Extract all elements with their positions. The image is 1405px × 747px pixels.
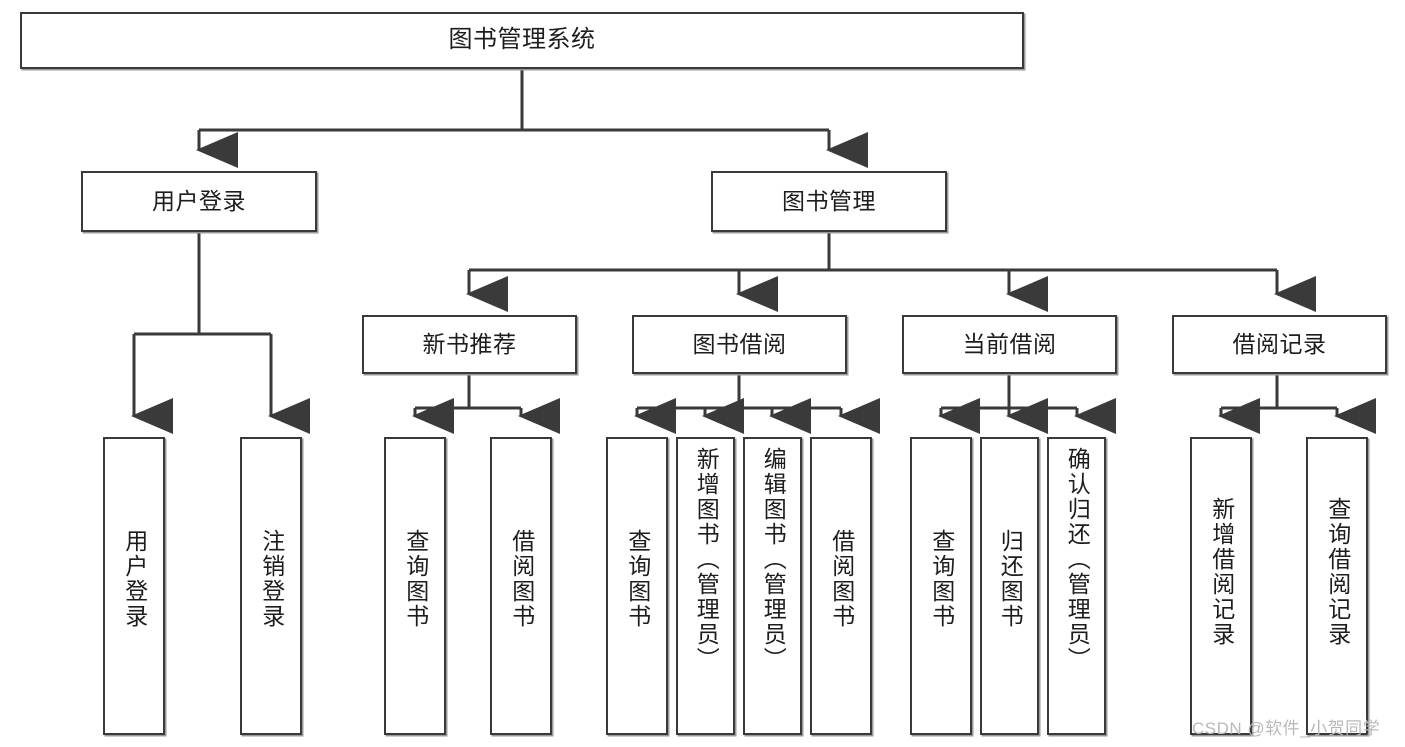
node-label: 用户登录 xyxy=(121,529,148,629)
leaf-add-book[interactable]: 新增图书（管理员） xyxy=(676,437,735,735)
node-label: 查询借阅记录 xyxy=(1324,497,1351,647)
node-label: 查询图书 xyxy=(402,529,429,629)
leaf-return-book[interactable]: 归还图书 xyxy=(980,437,1039,735)
node-label: 查询图书 xyxy=(928,529,955,629)
node-borrow-record[interactable]: 借阅记录 xyxy=(1172,315,1387,374)
node-label: 当前借阅 xyxy=(962,330,1057,357)
node-label: 新书推荐 xyxy=(422,330,517,357)
node-label: 编辑图书（管理员） xyxy=(760,447,787,672)
node-label: 图书借阅 xyxy=(692,330,787,357)
node-label: 借阅图书 xyxy=(828,529,855,629)
leaf-logout-login[interactable]: 注销登录 xyxy=(240,437,302,735)
node-book-borrow[interactable]: 图书借阅 xyxy=(632,315,847,374)
leaf-borrow-book-2[interactable]: 借阅图书 xyxy=(810,437,872,735)
node-label: 新增图书（管理员） xyxy=(693,447,720,672)
leaf-query-book-1[interactable]: 查询图书 xyxy=(384,437,446,735)
leaf-query-book-2[interactable]: 查询图书 xyxy=(606,437,668,735)
node-label: 确认归还（管理员） xyxy=(1064,447,1091,672)
leaf-query-book-3[interactable]: 查询图书 xyxy=(910,437,972,735)
node-label: 查询图书 xyxy=(624,529,651,629)
watermark-text: CSDN @软件_小贺同学 xyxy=(1192,719,1381,738)
node-label: 图书管理系统 xyxy=(448,26,596,54)
leaf-user-login[interactable]: 用户登录 xyxy=(103,437,165,735)
node-label: 注销登录 xyxy=(258,529,285,629)
node-new-book-recommend[interactable]: 新书推荐 xyxy=(362,315,577,374)
node-current-borrow[interactable]: 当前借阅 xyxy=(902,315,1117,374)
node-label: 用户登录 xyxy=(152,187,246,214)
leaf-confirm-return[interactable]: 确认归还（管理员） xyxy=(1047,437,1106,735)
leaf-borrow-book-1[interactable]: 借阅图书 xyxy=(490,437,552,735)
node-book-manage[interactable]: 图书管理 xyxy=(711,171,947,232)
node-root-system[interactable]: 图书管理系统 xyxy=(20,12,1024,69)
node-label: 借阅记录 xyxy=(1232,330,1327,357)
leaf-add-record[interactable]: 新增借阅记录 xyxy=(1190,437,1252,735)
leaf-query-record[interactable]: 查询借阅记录 xyxy=(1306,437,1368,735)
leaf-edit-book[interactable]: 编辑图书（管理员） xyxy=(743,437,802,735)
node-label: 图书管理 xyxy=(782,187,876,214)
node-user-login[interactable]: 用户登录 xyxy=(81,171,317,232)
node-label: 借阅图书 xyxy=(508,529,535,629)
node-label: 归还图书 xyxy=(997,529,1024,629)
node-label: 新增借阅记录 xyxy=(1208,497,1235,647)
